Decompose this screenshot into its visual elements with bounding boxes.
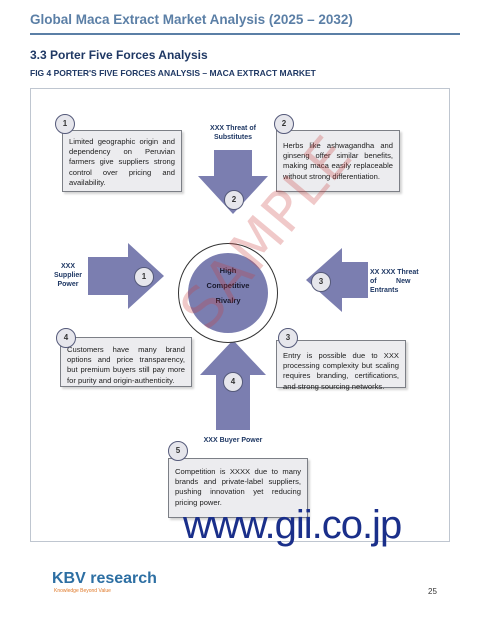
label-supplier: XXX Supplier Power (53, 263, 82, 288)
label-buyer: XXX Buyer Power (203, 437, 263, 444)
force-box-1: Limited geographic origin and dependency… (62, 130, 182, 192)
page-title: Global Maca Extract Market Analysis (202… (30, 12, 353, 27)
center-circle (188, 253, 268, 333)
arrow-substitutes (198, 150, 268, 214)
arrow-number-4: 4 (223, 372, 243, 392)
force-box-2: Herbs like ashwagandha and ginseng offer… (276, 130, 400, 192)
title-divider (30, 33, 460, 35)
site-watermark: www.gii.co.jp (183, 503, 402, 547)
arrow-number-3: 3 (311, 272, 331, 292)
center-label: High Competitive Rivalry (206, 266, 250, 305)
page-number: 25 (428, 587, 437, 596)
box-number-2: 2 (274, 114, 294, 134)
arrow-new-entrants (306, 248, 368, 312)
box-number-5: 5 (168, 441, 188, 461)
label-new-entrants: XX XXX Threat of New Entrants (370, 269, 419, 294)
kbv-logo: KBV research Knowledge Beyond Value (52, 570, 157, 594)
box-number-4: 4 (56, 328, 76, 348)
arrow-number-1: 1 (134, 267, 154, 287)
box-number-3: 3 (278, 328, 298, 348)
force-box-3: Entry is possible due to XXX processing … (276, 340, 406, 391)
section-heading: 3.3 Porter Five Forces Analysis (30, 48, 208, 62)
force-box-5: Competition is XXXX due to many brands a… (168, 458, 308, 518)
force-box-4: Customers have many brand options and pr… (60, 337, 192, 387)
arrow-number-2: 2 (224, 190, 244, 210)
label-substitutes: XXX Threat of Substitutes (210, 125, 256, 141)
box-number-1: 1 (55, 114, 75, 134)
arrow-supplier (88, 243, 164, 309)
logo-text: KBV research (52, 570, 157, 587)
figure-caption: FIG 4 PORTER'S FIVE FORCES ANALYSIS – MA… (30, 68, 316, 78)
logo-tagline: Knowledge Beyond Value (54, 588, 111, 594)
